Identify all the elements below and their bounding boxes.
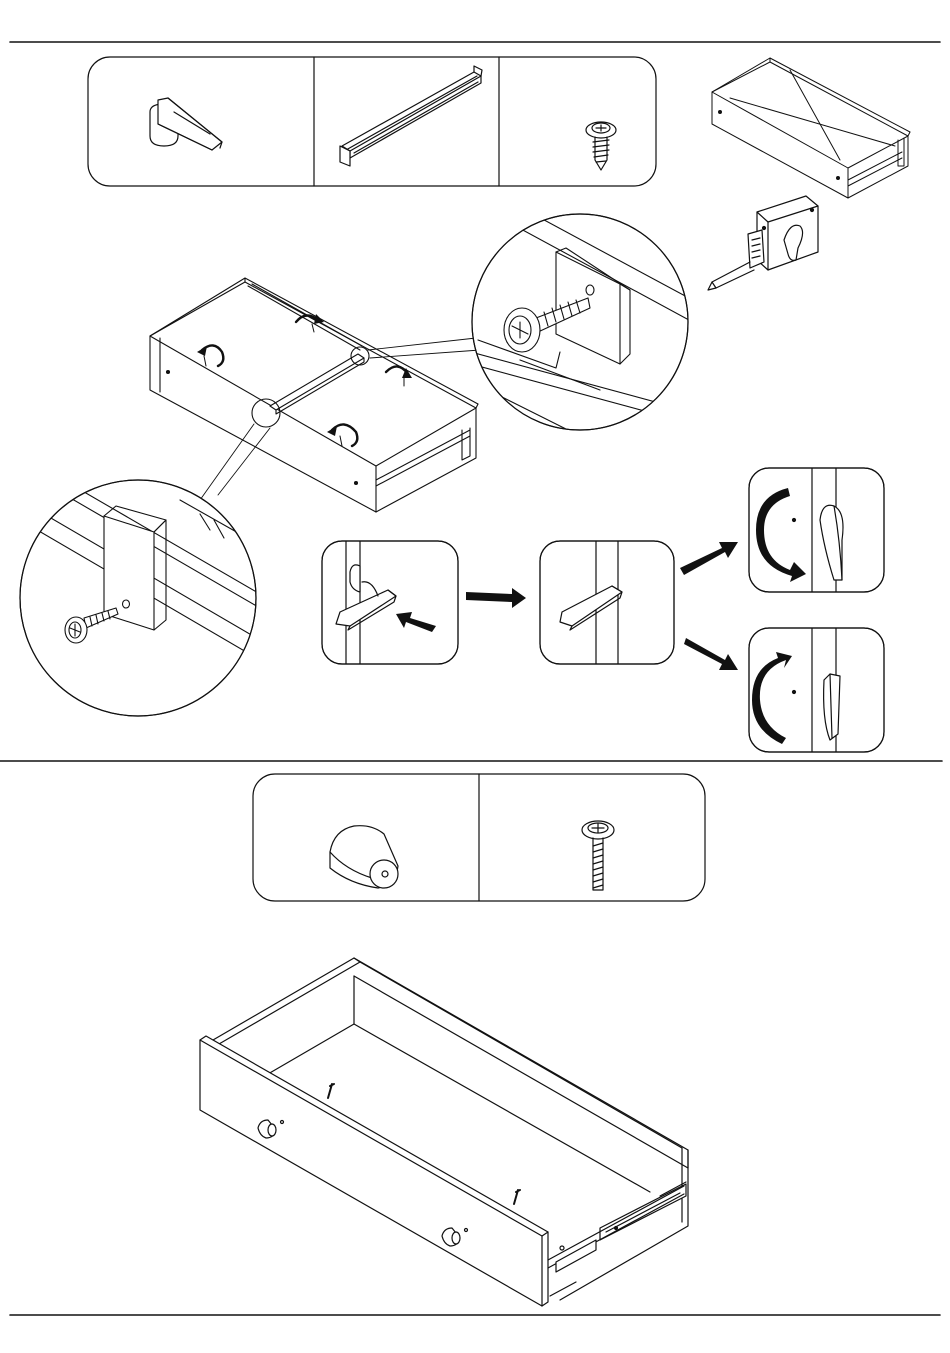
drawer-assembly (200, 958, 688, 1306)
metal-rail-bar-icon (340, 66, 482, 166)
flange-screw-icon (586, 122, 616, 170)
cabinet-overview (712, 58, 910, 198)
screw-detail-bottom (20, 478, 260, 716)
tape-measure-icon (708, 196, 818, 290)
arrow-down-right-icon (684, 638, 738, 670)
screw-detail-top (456, 180, 700, 456)
drawer-knob-right (442, 1228, 468, 1246)
machine-screw-icon (582, 821, 614, 890)
parts-panel-bottom (253, 774, 705, 901)
cabinet-rail-install (150, 278, 478, 512)
latch-closed-panel (749, 628, 884, 752)
arrow-up-right-icon (680, 542, 738, 575)
latch-step-2-panel (540, 541, 674, 664)
latch-open-panel (749, 468, 884, 592)
drawer-knob-left (258, 1120, 284, 1138)
latch-step-1-panel (322, 541, 458, 664)
arrow-right-icon (466, 588, 526, 608)
latch-clip-icon (150, 98, 222, 150)
parts-panel-top (88, 57, 656, 186)
latch-sequence (322, 468, 884, 752)
knob-icon (330, 826, 398, 888)
